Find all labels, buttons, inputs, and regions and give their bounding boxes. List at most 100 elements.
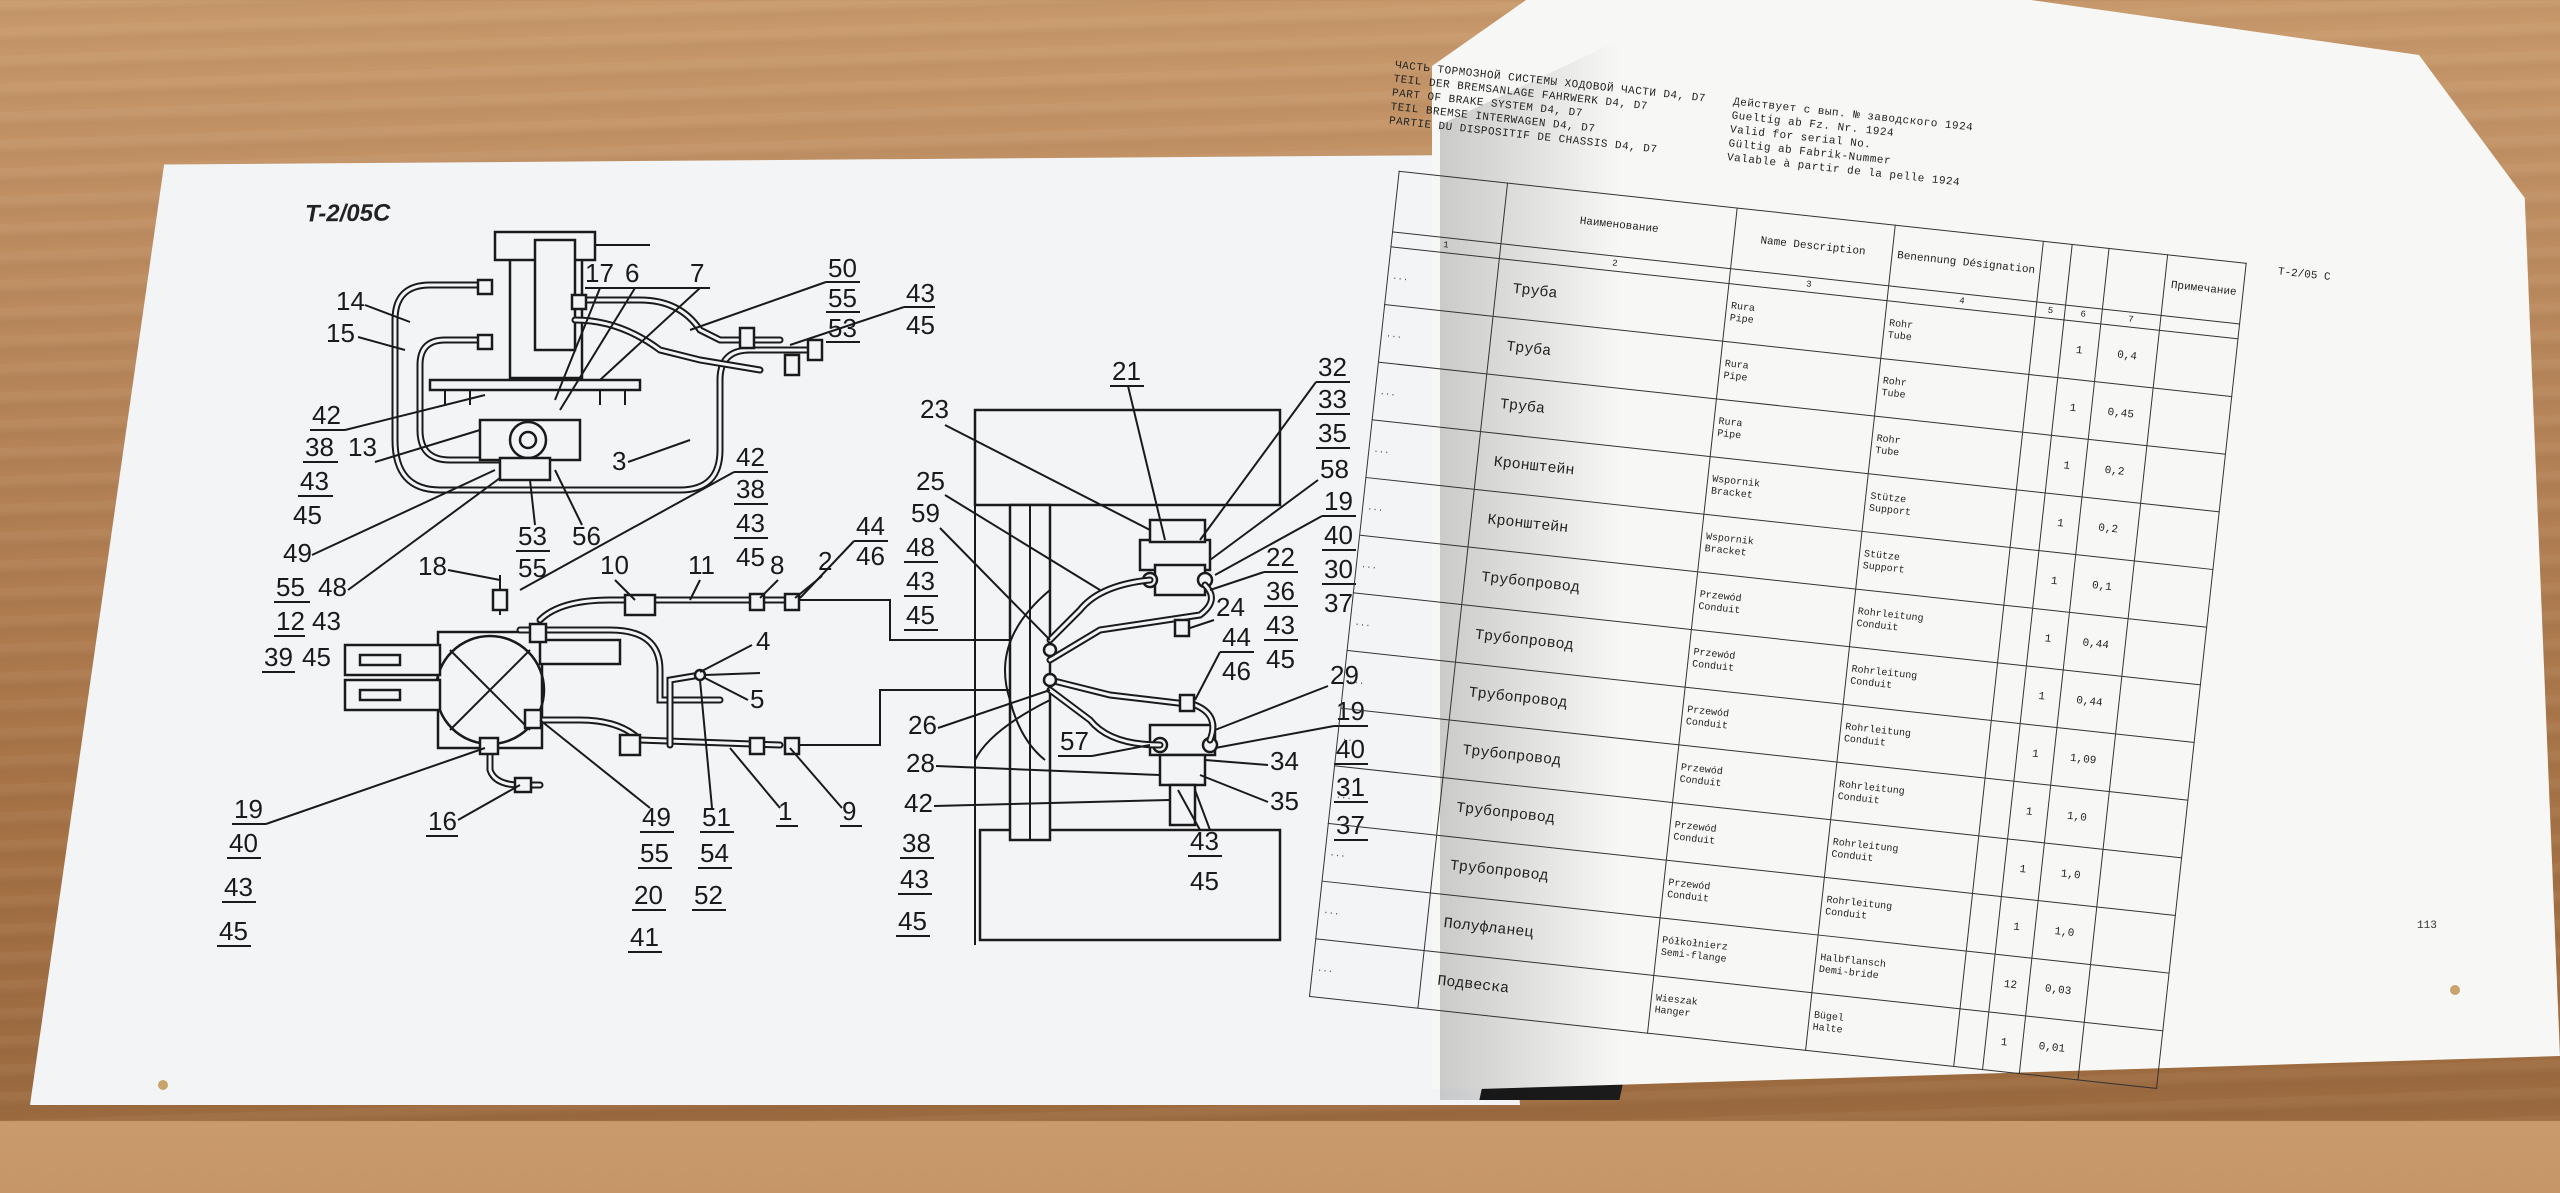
cell-q: 1 bbox=[2013, 723, 2057, 786]
callout-37b: 37 bbox=[1336, 810, 1365, 840]
callout-13: 13 bbox=[348, 432, 377, 462]
cell-w: 0,2 bbox=[2075, 496, 2141, 561]
callout-55b: 55 bbox=[518, 553, 547, 583]
callout-4: 4 bbox=[756, 626, 770, 656]
cell-w: 1,09 bbox=[2050, 727, 2116, 792]
callout-23: 23 bbox=[920, 394, 949, 424]
cell-w: 0,4 bbox=[2094, 323, 2160, 388]
callout-19b: 19 bbox=[1324, 486, 1353, 516]
callout-38b: 38 bbox=[736, 474, 765, 504]
page-code: T-2/05 C bbox=[2277, 266, 2332, 284]
cell-note bbox=[2146, 387, 2232, 455]
housing-top bbox=[973, 408, 1282, 507]
callout-11: 11 bbox=[688, 550, 715, 580]
callout-20: 20 bbox=[634, 880, 663, 910]
callout-43a: 43 bbox=[906, 278, 935, 308]
col-note: Примечание bbox=[2161, 254, 2247, 324]
callout-59: 59 bbox=[911, 498, 940, 528]
right-assembly bbox=[973, 408, 1282, 945]
callout-18: 18 bbox=[418, 551, 447, 581]
cell-w: 0,44 bbox=[2063, 612, 2129, 677]
callout-17: 17 bbox=[585, 258, 614, 288]
cell-note bbox=[2115, 676, 2201, 743]
callout-12: 12 bbox=[276, 606, 305, 636]
callout-51: 51 bbox=[702, 802, 731, 832]
callout-24: 24 bbox=[1216, 592, 1245, 622]
cell-q: 1 bbox=[2032, 550, 2076, 613]
callout-42b: 42 bbox=[736, 442, 765, 472]
callout-40c: 40 bbox=[1336, 734, 1365, 764]
callout-55a: 55 bbox=[828, 283, 857, 313]
callout-38c: 38 bbox=[902, 828, 931, 858]
callout-43d: 43 bbox=[312, 606, 341, 636]
callout-9: 9 bbox=[842, 796, 856, 826]
callout-36: 36 bbox=[1266, 576, 1295, 606]
callout-29: 29 bbox=[1330, 660, 1359, 690]
callout-40a: 40 bbox=[229, 828, 258, 858]
callout-44a: 44 bbox=[856, 511, 885, 541]
callout-45d: 45 bbox=[302, 642, 331, 672]
paper-speck bbox=[158, 1080, 168, 1090]
callout-57: 57 bbox=[1060, 726, 1089, 756]
col-weight bbox=[2102, 248, 2168, 316]
hydraulic-brake-diagram: 14 15 17 6 7 50 55 53 43 45 42 38 13 43 … bbox=[217, 230, 1368, 953]
cell-note bbox=[2084, 964, 2170, 1031]
callout-43i: 43 bbox=[1190, 826, 1219, 856]
callout-43f: 43 bbox=[906, 566, 935, 596]
callout-19a: 19 bbox=[234, 794, 263, 824]
callout-45e: 45 bbox=[219, 916, 248, 946]
left-page bbox=[30, 155, 1520, 1105]
cell-num: ... bbox=[1309, 938, 1425, 1009]
cell-q: 1 bbox=[1995, 896, 2039, 959]
callout-35a: 35 bbox=[1318, 418, 1347, 448]
callout-32: 32 bbox=[1318, 352, 1347, 382]
cell-note bbox=[2153, 330, 2238, 397]
right-page bbox=[1432, 0, 2560, 1089]
cell-w: 0,03 bbox=[2025, 958, 2091, 1023]
callout-45b: 45 bbox=[293, 500, 322, 530]
callout-55d: 55 bbox=[640, 838, 669, 868]
callout-45a: 45 bbox=[906, 310, 935, 340]
callout-45c: 45 bbox=[736, 542, 765, 572]
callout-49a: 49 bbox=[283, 538, 312, 568]
callout-55c: 55 bbox=[276, 572, 305, 602]
callout-43c: 43 bbox=[736, 508, 765, 538]
callout-5: 5 bbox=[750, 684, 764, 714]
callout-42a: 42 bbox=[312, 400, 341, 430]
callout-37a: 37 bbox=[1324, 588, 1353, 618]
callout-43h: 43 bbox=[900, 864, 929, 894]
callout-22: 22 bbox=[1266, 542, 1295, 572]
callout-10: 10 bbox=[600, 550, 629, 580]
cell-w: 0,44 bbox=[2056, 669, 2122, 734]
callout-43e: 43 bbox=[224, 872, 253, 902]
callout-35b: 35 bbox=[1270, 786, 1299, 816]
cell-q: 1 bbox=[1982, 1011, 2026, 1074]
lower-left-assembly bbox=[343, 575, 1030, 794]
callout-33: 33 bbox=[1318, 384, 1347, 414]
callout-44b: 44 bbox=[1222, 622, 1251, 652]
callout-41: 41 bbox=[630, 922, 659, 952]
callout-45h: 45 bbox=[898, 906, 927, 936]
callout-7: 7 bbox=[690, 258, 704, 288]
callout-39: 39 bbox=[264, 642, 293, 672]
callout-6: 6 bbox=[625, 258, 639, 288]
callout-30: 30 bbox=[1324, 554, 1353, 584]
paper-speck bbox=[2450, 985, 2460, 995]
callouts: 14 15 17 6 7 50 55 53 43 45 42 38 13 43 … bbox=[217, 253, 1368, 953]
cell-note bbox=[2103, 791, 2188, 858]
cell-note bbox=[2128, 560, 2213, 628]
cell-q: 1 bbox=[2051, 377, 2095, 440]
callout-8: 8 bbox=[770, 550, 784, 580]
cell-w: 1,0 bbox=[2031, 900, 2097, 965]
callout-50: 50 bbox=[828, 253, 857, 283]
cell-note bbox=[2090, 906, 2176, 974]
callout-26: 26 bbox=[908, 710, 937, 740]
callout-53b: 53 bbox=[518, 521, 547, 551]
callout-46a: 46 bbox=[856, 541, 885, 571]
callout-31: 31 bbox=[1336, 772, 1365, 802]
callout-19c: 19 bbox=[1336, 696, 1365, 726]
callout-43b: 43 bbox=[300, 466, 329, 496]
callout-21: 21 bbox=[1112, 356, 1141, 386]
callout-25: 25 bbox=[916, 466, 945, 496]
callout-28: 28 bbox=[906, 748, 935, 778]
